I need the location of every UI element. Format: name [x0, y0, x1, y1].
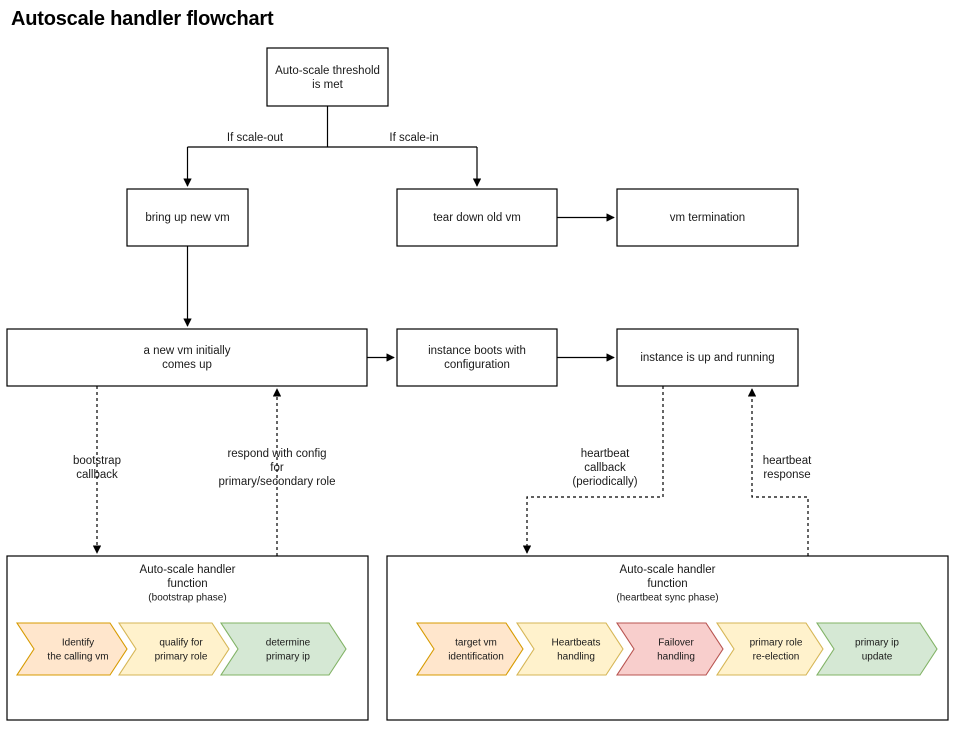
node-instance-boots-line1: instance boots with: [428, 345, 526, 357]
edge-heartbeat-response: [747, 388, 809, 556]
heartbeat-response-line2: response: [763, 469, 810, 481]
node-new-vm-comes-up-line2: comes up: [162, 359, 212, 371]
chevron-bootstrap-1-line2: primary role: [155, 652, 208, 663]
handler-bootstrap-line1: Auto-scale handler: [140, 564, 236, 576]
chevron-bootstrap-1[interactable]: qualify for primary role: [117, 622, 230, 676]
chevron-heartbeat-1-line1: Heartbeats: [552, 638, 601, 649]
node-bring-up-new-vm-label: bring up new vm: [145, 212, 229, 224]
chevron-heartbeat-1[interactable]: Heartbeats handling: [515, 622, 624, 676]
chevron-heartbeat-2[interactable]: Failover handling: [615, 622, 724, 676]
chevron-heartbeat-3-line2: re-election: [753, 652, 800, 663]
edge-label-heartbeat-response: heartbeat response: [763, 455, 812, 481]
respond-config-line2: for: [270, 462, 284, 474]
edge-heartbeat-callback: [522, 386, 664, 554]
edge-label-bootstrap-callback: bootstrap callback: [73, 455, 121, 481]
node-new-vm-comes-up[interactable]: a new vm initially comes up: [6, 328, 368, 387]
bootstrap-callback-line2: callback: [76, 469, 118, 481]
chevron-heartbeat-1-line2: handling: [557, 652, 595, 663]
node-instance-boots[interactable]: instance boots with configuration: [396, 328, 558, 387]
chevron-heartbeat-3-line1: primary role: [750, 638, 803, 649]
node-threshold-line1: Auto-scale threshold: [275, 65, 380, 77]
handler-heartbeat-line1: Auto-scale handler: [620, 564, 716, 576]
chevron-heartbeat-3[interactable]: primary role re-election: [715, 622, 824, 676]
chevron-bootstrap-0[interactable]: Identify the calling vm: [15, 622, 128, 676]
chevron-heartbeat-0[interactable]: target vm identification: [415, 622, 524, 676]
respond-config-line1: respond with config: [227, 448, 326, 460]
edge-label-if-scale-out: If scale-out: [227, 132, 284, 144]
node-vm-termination[interactable]: vm termination: [616, 188, 799, 247]
edge-threshold-split: [183, 106, 482, 187]
edge-label-heartbeat-callback: heartbeat callback (periodically): [572, 448, 637, 488]
chevron-bootstrap-1-line1: qualify for: [159, 638, 203, 649]
chevron-heartbeat-0-line1: target vm: [455, 638, 497, 649]
chevron-heartbeat-0-line2: identification: [448, 652, 504, 663]
chevron-bootstrap-2-line2: primary ip: [266, 652, 310, 663]
heartbeat-response-line1: heartbeat: [763, 455, 812, 467]
node-tear-down-old-vm-label: tear down old vm: [433, 212, 521, 224]
heartbeat-callback-line1: heartbeat: [581, 448, 630, 460]
chevron-heartbeat-2-line2: handling: [657, 652, 695, 663]
node-new-vm-comes-up-line1: a new vm initially: [144, 345, 231, 357]
heartbeat-callback-line3: (periodically): [572, 476, 637, 488]
chevron-heartbeat-2-line1: Failover: [658, 638, 694, 649]
edge-label-respond-with-config: respond with config for primary/secondar…: [219, 448, 336, 488]
chevron-bootstrap-2-line1: determine: [266, 638, 311, 649]
chevron-bootstrap-0-line1: Identify: [62, 638, 94, 649]
node-tear-down-old-vm[interactable]: tear down old vm: [396, 188, 558, 247]
node-instance-running[interactable]: instance is up and running: [616, 328, 799, 387]
chevron-heartbeat-4[interactable]: primary ip update: [815, 622, 938, 676]
node-vm-termination-label: vm termination: [670, 212, 745, 224]
chevron-heartbeat-4-line2: update: [862, 652, 893, 663]
node-instance-boots-line2: configuration: [444, 359, 510, 371]
node-threshold[interactable]: Auto-scale threshold is met: [266, 47, 389, 107]
page-title: Autoscale handler flowchart: [11, 8, 274, 30]
handler-heartbeat-line2: function: [647, 578, 687, 590]
handler-heartbeat-line3: (heartbeat sync phase): [616, 593, 718, 604]
node-bring-up-new-vm[interactable]: bring up new vm: [126, 188, 249, 247]
bootstrap-callback-line1: bootstrap: [73, 455, 121, 467]
chevron-bootstrap-0-line2: the calling vm: [47, 652, 108, 663]
chevron-bootstrap-2[interactable]: determine primary ip: [219, 622, 347, 676]
handler-bootstrap-line3: (bootstrap phase): [148, 593, 226, 604]
chevron-heartbeat-4-line1: primary ip: [855, 638, 899, 649]
heartbeat-callback-line2: callback: [584, 462, 626, 474]
respond-config-line3: primary/secondary role: [219, 476, 336, 488]
edge-label-if-scale-in: If scale-in: [389, 132, 438, 144]
handler-bootstrap-line2: function: [167, 578, 207, 590]
node-threshold-line2: is met: [312, 79, 343, 91]
node-instance-running-label: instance is up and running: [640, 352, 774, 364]
